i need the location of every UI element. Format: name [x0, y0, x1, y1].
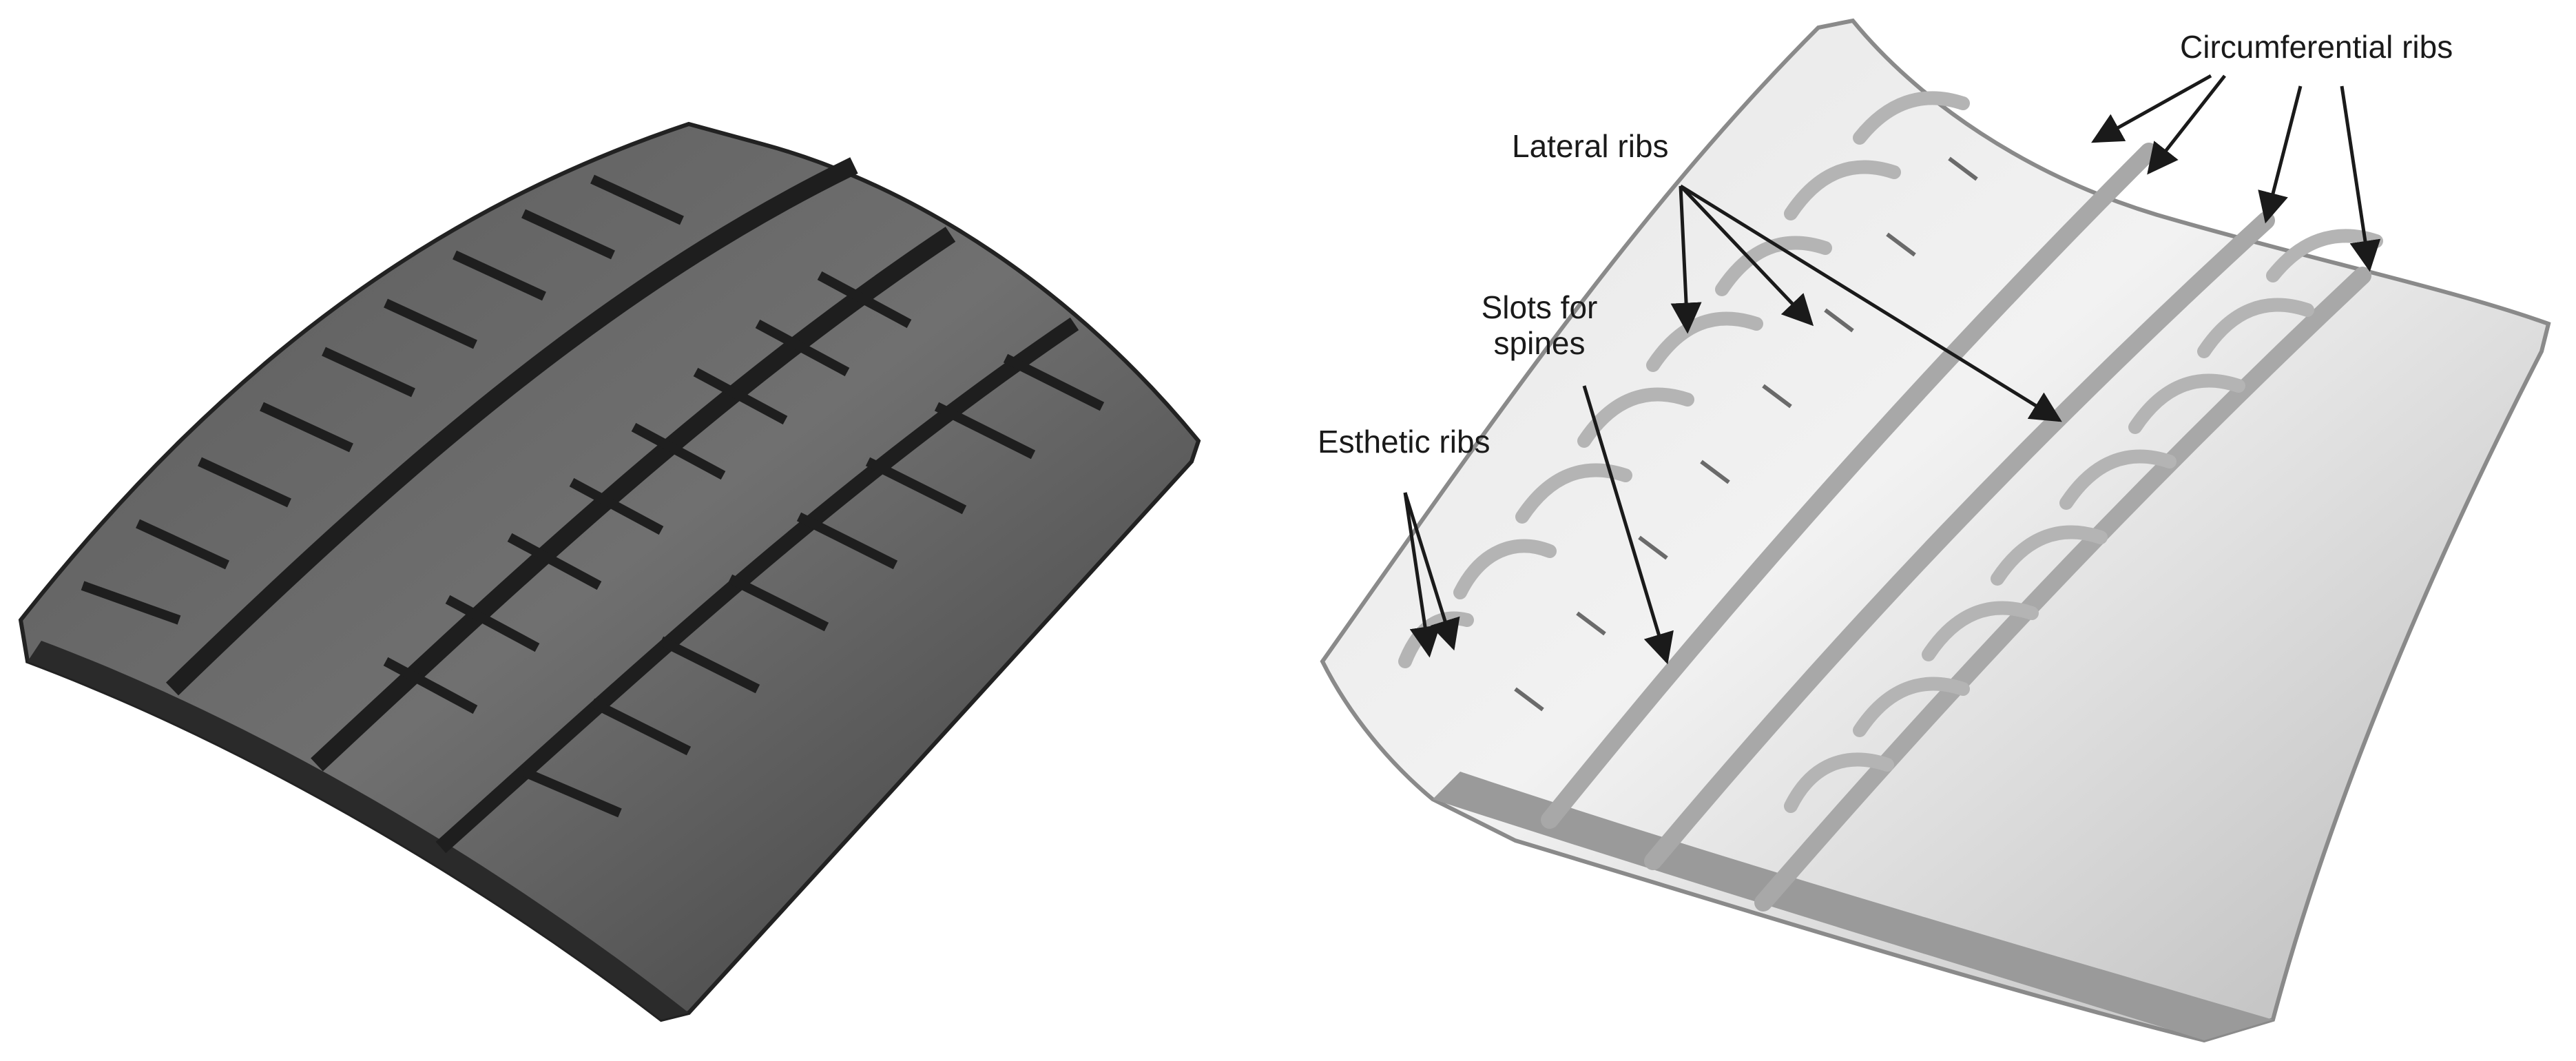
- tread-side-edge: [28, 641, 689, 1020]
- circumferential-rib-lines: [1541, 143, 2371, 911]
- tire-tread-segment: [18, 121, 1201, 1022]
- callout-arrows: [1403, 74, 2381, 665]
- spine-slot-lines: [1514, 156, 1978, 712]
- tread-groove-2: [311, 227, 956, 772]
- label-circumferential-ribs: Circumferential ribs: [2180, 29, 2453, 65]
- tread-groove-1: [165, 157, 858, 696]
- label-esthetic-ribs: Esthetic ribs: [1318, 424, 1490, 460]
- arrow-circumferential-2: [2147, 74, 2226, 175]
- mold-body: [1320, 18, 2551, 1043]
- lateral-rib-lines: [1398, 91, 2383, 813]
- arrow-lateral-2: [1679, 185, 1814, 327]
- arrow-lateral-3: [1679, 184, 2062, 422]
- tire-mold-segment: [1320, 18, 2551, 1043]
- mold-base-edge: [1433, 772, 2273, 1040]
- arrow-lateral-1: [1670, 185, 1702, 334]
- label-slots-for-spines: Slots for spines: [1464, 289, 1615, 361]
- arrow-slots: [1582, 385, 1674, 665]
- arrow-esthetic-1: [1403, 492, 1441, 658]
- label-slots-line-1: Slots for: [1481, 289, 1598, 325]
- arrow-circumferential-4: [2340, 85, 2381, 272]
- tread-sipes: [81, 174, 1105, 818]
- arrow-circumferential-1: [2091, 74, 2212, 143]
- tread-body: [18, 121, 1201, 1022]
- tread-groove-3: [435, 317, 1079, 854]
- arrow-esthetic-2: [1403, 492, 1460, 651]
- arrow-circumferential-3: [2258, 85, 2303, 224]
- label-lateral-ribs: Lateral ribs: [1512, 128, 1669, 164]
- label-slots-line-2: spines: [1493, 325, 1586, 361]
